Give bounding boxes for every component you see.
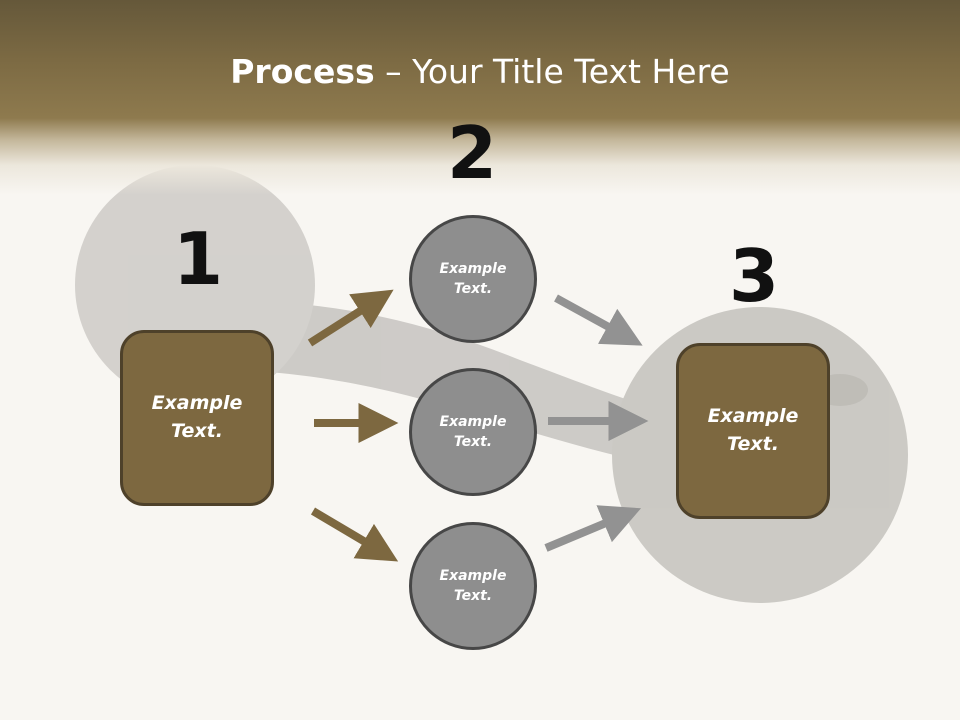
step-number-3: 3 — [728, 234, 780, 318]
circle-text: Example Text. — [439, 567, 507, 604]
arrow-to-bottom-circle — [310, 507, 399, 562]
step-1-box: Example Text. — [120, 330, 274, 506]
title-rest: – Your Title Text Here — [374, 52, 730, 91]
arrow-to-top-circle — [307, 289, 394, 347]
step-2-circle-middle: Example Text. — [409, 368, 537, 496]
step-3-box: Example Text. — [676, 343, 830, 519]
step-number-1: 1 — [172, 217, 224, 301]
circle-text: Example Text. — [439, 413, 507, 450]
step-2-circle-bottom: Example Text. — [409, 522, 537, 650]
arrow-top-to-step-3 — [554, 294, 643, 346]
circle-text: Example Text. — [439, 260, 507, 297]
title-bold: Process — [230, 52, 375, 91]
step-2-circle-top: Example Text. — [409, 215, 537, 343]
step-number-2: 2 — [446, 111, 498, 195]
slide-title: Process – Your Title Text Here — [0, 52, 960, 91]
step-3-text: Example Text. — [707, 405, 799, 455]
header-band — [0, 0, 960, 195]
step-1-text: Example Text. — [151, 392, 243, 442]
arrow-bottom-to-step-3 — [544, 505, 642, 552]
